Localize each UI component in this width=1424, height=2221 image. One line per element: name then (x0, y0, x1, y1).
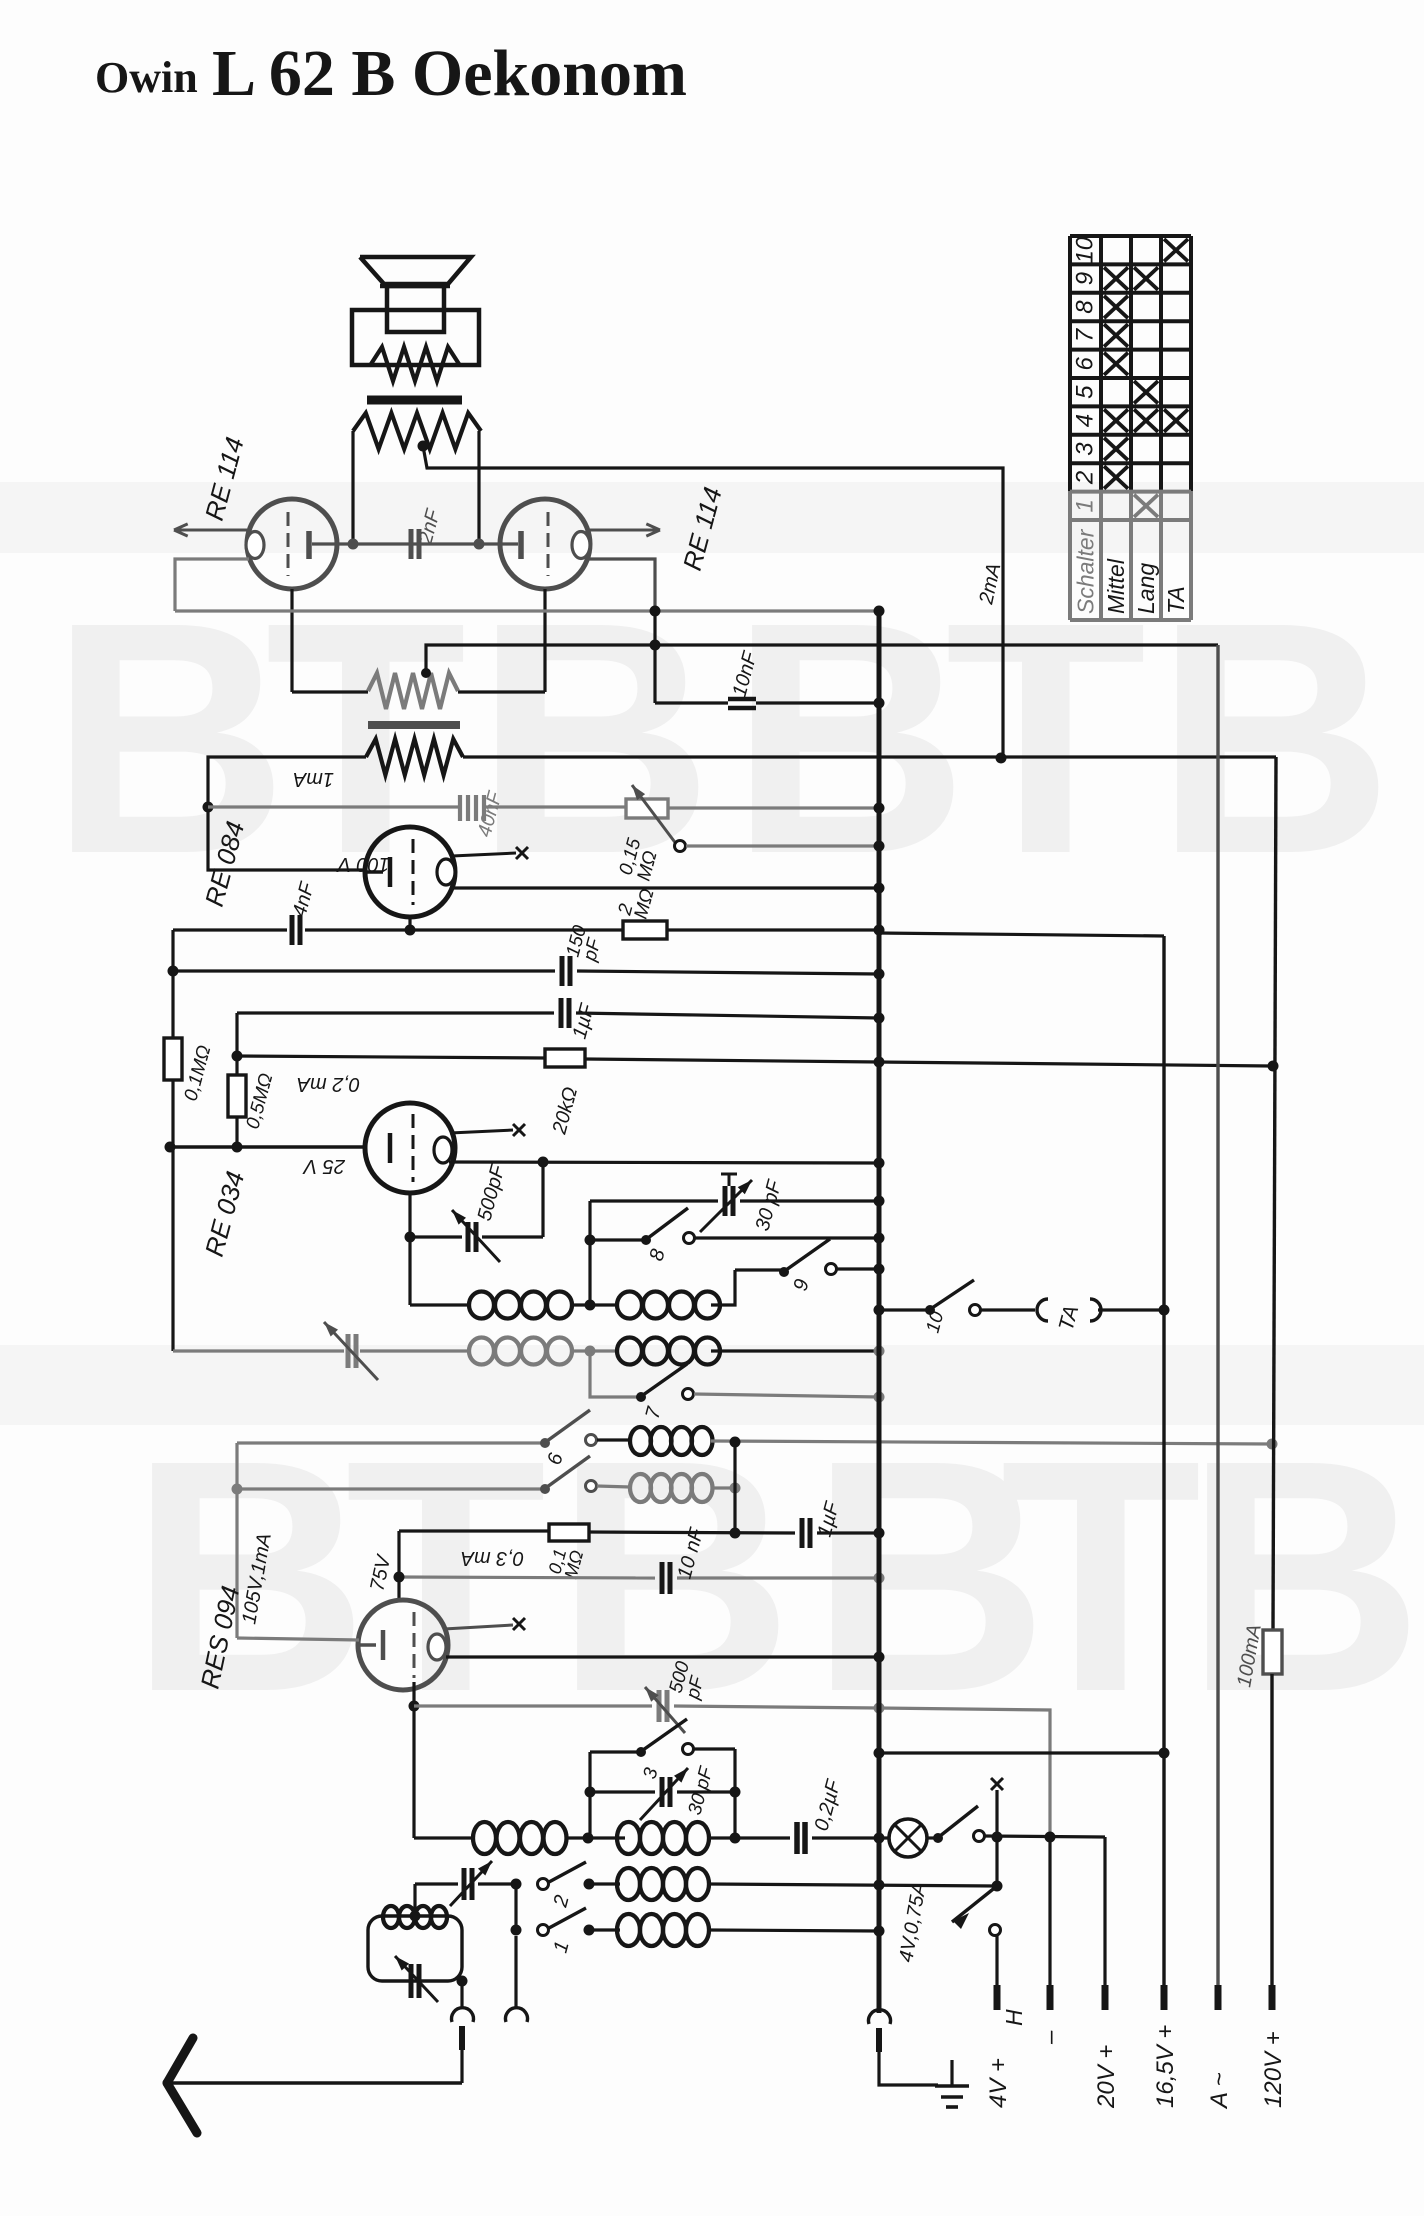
svg-text:3: 3 (1072, 442, 1099, 456)
svg-text:–: – (1037, 2030, 1064, 2045)
svg-text:7: 7 (1072, 327, 1099, 342)
svg-text:A ~: A ~ (1206, 2072, 1233, 2110)
svg-text:8: 8 (646, 1247, 670, 1263)
svg-text:16,5V +: 16,5V + (1152, 2025, 1179, 2108)
svg-text:25 V: 25 V (302, 1155, 346, 1177)
svg-text:10: 10 (1072, 236, 1099, 263)
svg-text:B: B (1185, 1391, 1423, 1760)
svg-text:20V +: 20V + (1093, 2045, 1120, 2109)
svg-text:B: B (475, 553, 713, 922)
svg-text:H: H (1001, 2009, 1027, 2026)
svg-text:1: 1 (550, 1939, 574, 1955)
svg-text:8: 8 (1072, 300, 1099, 314)
svg-text:L 62 B Oekonom: L 62 B Oekonom (212, 37, 687, 110)
svg-text:Lang: Lang (1133, 563, 1159, 614)
svg-text:6: 6 (1072, 356, 1099, 370)
svg-text:Mittel: Mittel (1103, 558, 1129, 614)
svg-text:120V +: 120V + (1260, 2031, 1287, 2108)
svg-text:TA: TA (1163, 586, 1189, 614)
svg-text:B: B (810, 1391, 1048, 1760)
svg-text:B: B (130, 1391, 368, 1760)
svg-text:Schalter: Schalter (1073, 528, 1099, 614)
svg-text:0,2 mA: 0,2 mA (297, 1073, 360, 1095)
svg-text:Owin: Owin (95, 53, 198, 102)
svg-text:4: 4 (1072, 414, 1099, 427)
svg-text:T: T (345, 1391, 547, 1760)
svg-text:4V +: 4V + (985, 2058, 1012, 2108)
svg-text:0,3 mA: 0,3 mA (461, 1547, 524, 1569)
svg-text:B: B (50, 553, 288, 922)
svg-text:T: T (1000, 1391, 1202, 1760)
svg-text:B: B (730, 553, 968, 922)
svg-text:1: 1 (1072, 499, 1099, 512)
svg-text:2: 2 (1072, 471, 1099, 485)
svg-text:9: 9 (790, 1277, 814, 1293)
svg-text:2: 2 (549, 1893, 573, 1910)
svg-text:100 V: 100 V (336, 853, 390, 875)
svg-text:1mA: 1mA (293, 768, 334, 790)
svg-text:T: T (945, 553, 1147, 922)
svg-text:5: 5 (1072, 385, 1099, 399)
svg-text:9: 9 (1072, 272, 1099, 285)
